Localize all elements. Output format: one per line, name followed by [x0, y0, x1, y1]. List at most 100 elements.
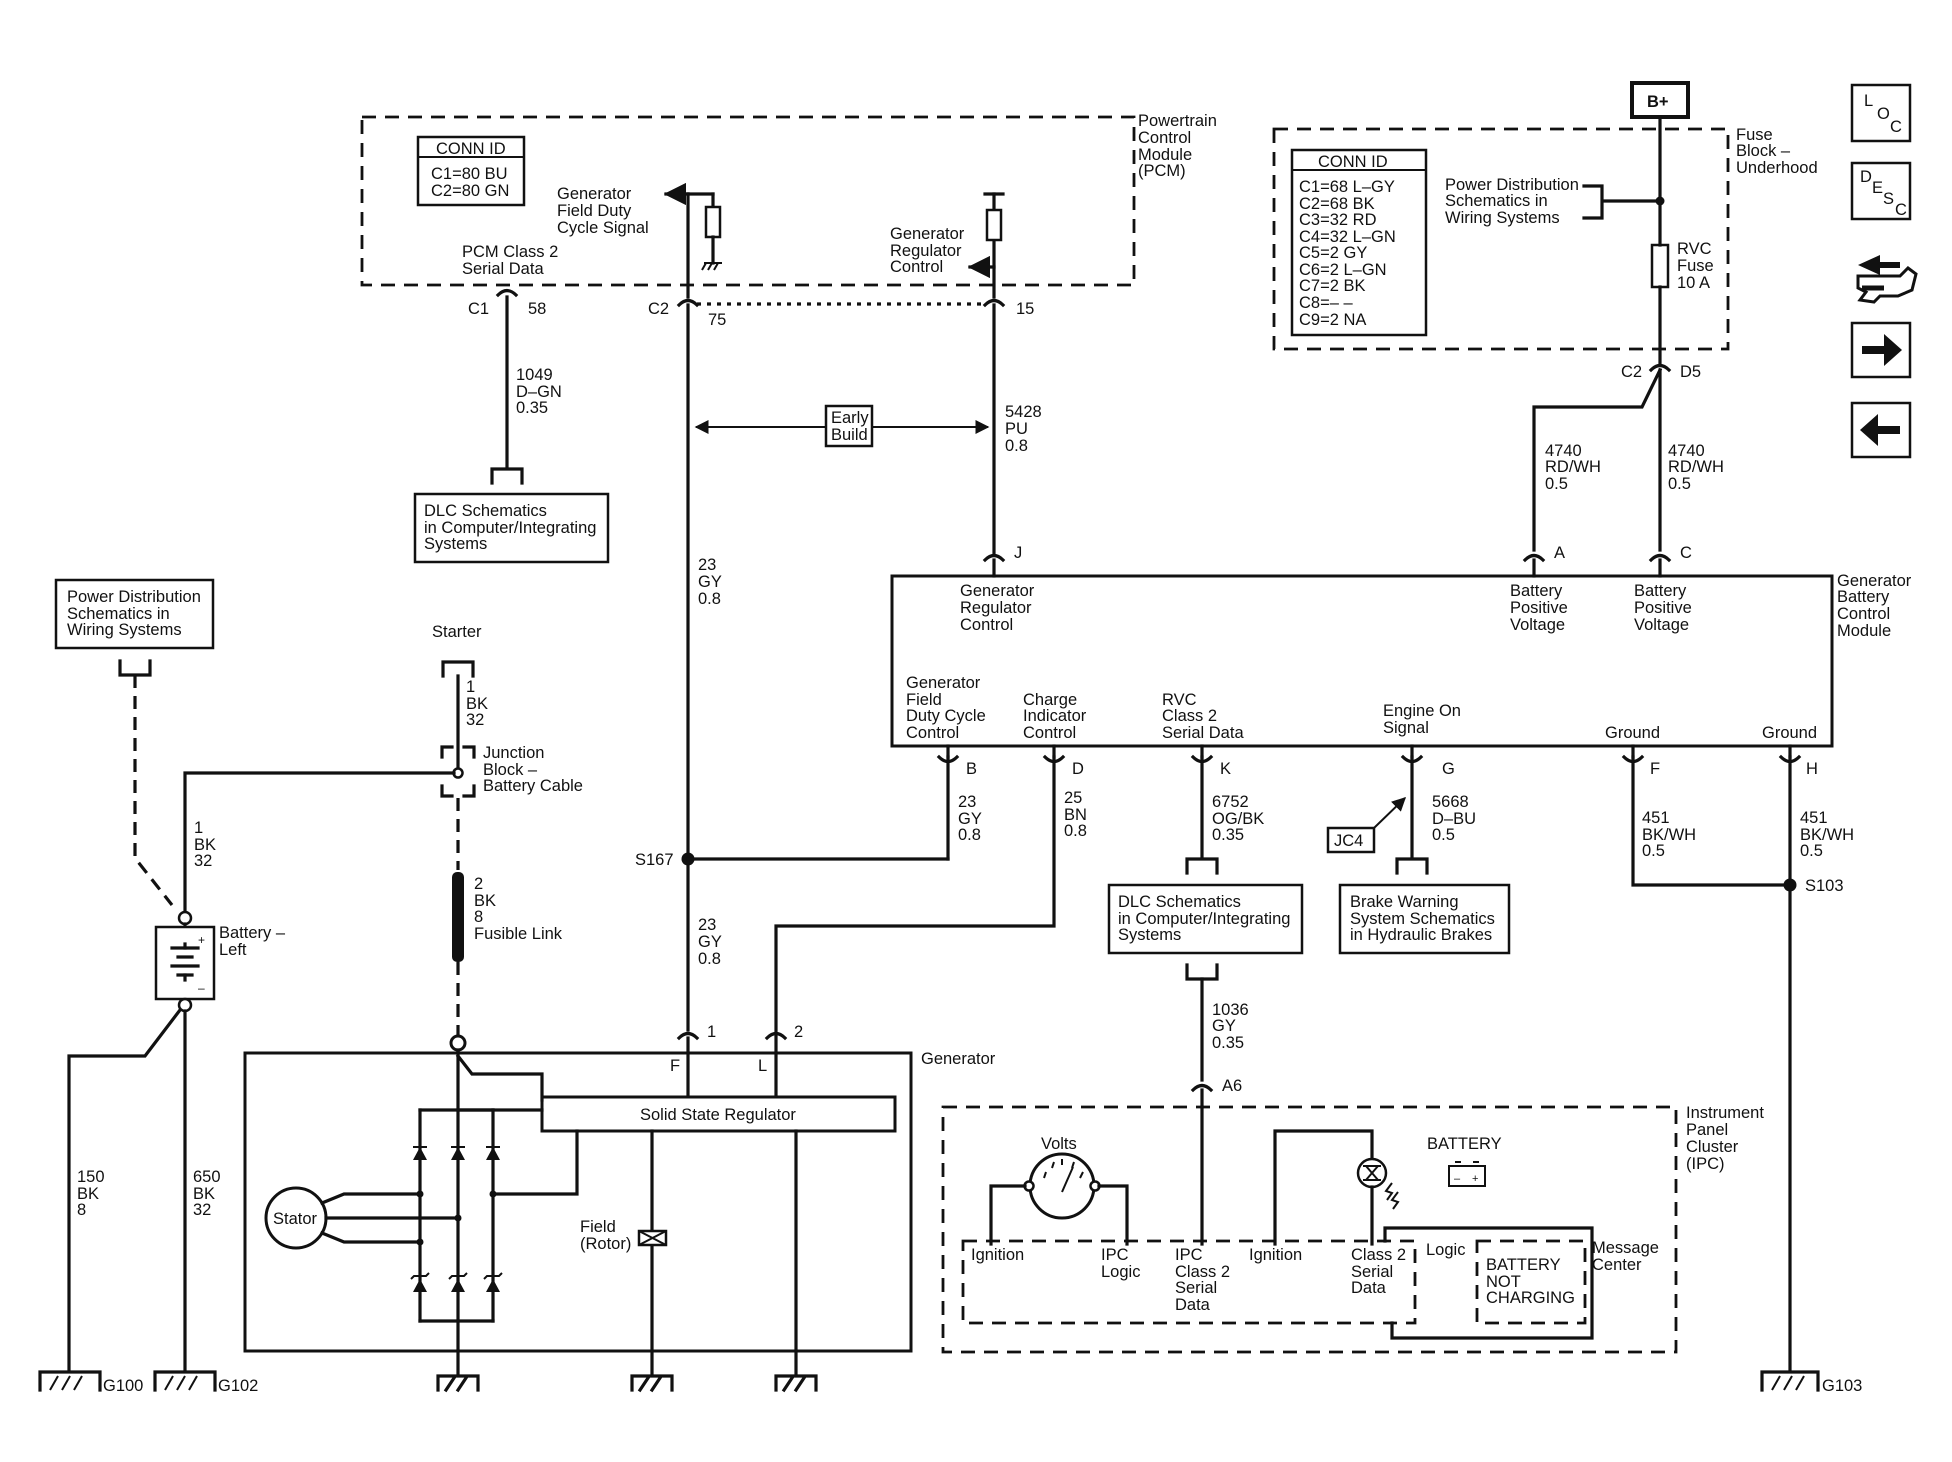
svg-text:451: 451 — [1800, 809, 1828, 827]
ground-g103-icon: G103 — [1760, 1370, 1862, 1395]
svg-text:(Rotor): (Rotor) — [580, 1235, 631, 1253]
svg-text:58: 58 — [528, 300, 546, 318]
svg-text:Class 2: Class 2 — [1351, 1246, 1406, 1264]
fuse-feed-wire: C2 D5 — [1621, 115, 1701, 381]
connector-views-icon[interactable] — [1856, 255, 1918, 304]
svg-text:Voltage: Voltage — [1510, 616, 1565, 634]
svg-text:DLC Schematics: DLC Schematics — [424, 502, 547, 520]
svg-text:Generator: Generator — [906, 674, 981, 692]
svg-text:RVC: RVC — [1677, 240, 1712, 258]
desc-c: C — [1895, 201, 1907, 219]
svg-text:D–BU: D–BU — [1432, 810, 1476, 828]
svg-text:Indicator: Indicator — [1023, 707, 1087, 725]
svg-text:0.5: 0.5 — [1668, 475, 1691, 493]
svg-text:Volts: Volts — [1041, 1135, 1077, 1153]
generator-output-terminal — [449, 1034, 467, 1052]
svg-text:–: – — [198, 981, 205, 995]
power-dist-left-box[interactable]: Power Distribution Schematics in Wiring … — [54, 578, 215, 650]
svg-text:C8=– –: C8=– – — [1299, 294, 1353, 312]
ignition1-label: Ignition — [971, 1246, 1024, 1264]
svg-text:Block –: Block – — [483, 761, 538, 779]
svg-text:G100: G100 — [103, 1377, 143, 1395]
svg-text:0.5: 0.5 — [1545, 475, 1568, 493]
message-center-display: BATTERY NOT CHARGING — [1475, 1239, 1587, 1325]
svg-text:Cluster: Cluster — [1686, 1138, 1739, 1156]
instrument-panel-cluster: Instrument Panel Cluster (IPC) Volts BAT… — [941, 1104, 1764, 1354]
bcm-engine-on-label: Engine On Signal — [1383, 702, 1461, 737]
svg-text:PU: PU — [1005, 420, 1028, 438]
dlc-schematics-bottom-box[interactable]: DLC Schematics in Computer/Integrating S… — [1107, 883, 1304, 955]
svg-text:Fuse: Fuse — [1677, 257, 1714, 275]
field-rotor: Field (Rotor) — [580, 1129, 668, 1377]
svg-text:Control: Control — [960, 616, 1013, 634]
description-button[interactable]: D E S C — [1850, 161, 1912, 221]
pcm-class2-label: PCM Class 2 Serial Data — [462, 243, 558, 278]
svg-text:Regulator: Regulator — [960, 599, 1032, 617]
svg-text:6752: 6752 — [1212, 793, 1249, 811]
brake-warning-box[interactable]: Brake Warning System Schematics in Hydra… — [1338, 883, 1511, 955]
svg-text:Left: Left — [219, 941, 247, 959]
wire-23-pin-b: 23 GY 0.8 — [958, 793, 982, 844]
svg-text:Wiring Systems: Wiring Systems — [1445, 209, 1560, 227]
bcm-rvc-class2-label: RVC Class 2 Serial Data — [1162, 691, 1244, 742]
pcm-module: Powertrain Control Module (PCM) CONN ID … — [360, 112, 1217, 329]
svg-text:D5: D5 — [1680, 363, 1701, 381]
svg-text:C1: C1 — [468, 300, 489, 318]
svg-text:BK: BK — [194, 836, 216, 854]
svg-text:Underhood: Underhood — [1736, 159, 1818, 177]
svg-text:Build: Build — [831, 426, 868, 444]
svg-text:Serial Data: Serial Data — [462, 260, 544, 278]
pcm-field-ground-icon — [701, 262, 722, 271]
starter-label: Starter — [432, 623, 482, 641]
pcm-connector-c2-75: C2 75 — [648, 298, 726, 329]
svg-text:C3=32 RD: C3=32 RD — [1299, 211, 1377, 229]
svg-text:Regulator: Regulator — [890, 242, 962, 260]
logic-label: Logic — [1426, 1241, 1465, 1259]
generator: Generator 1 2 F L Solid State Regulator — [243, 1023, 996, 1377]
svg-text:CHARGING: CHARGING — [1486, 1289, 1575, 1307]
svg-text:BK: BK — [466, 695, 488, 713]
fuse-block-conn-id-table: CONN ID C1=68 L–GY C2=68 BK C3=32 RD C4=… — [1290, 148, 1428, 337]
nav-buttons: L O C D E S C — [1850, 83, 1918, 459]
battery-indicator-icon: BATTERY – + — [1427, 1135, 1502, 1187]
wire-451-h: 451 BK/WH 0.5 — [1788, 755, 1854, 1372]
svg-text:Field: Field — [906, 691, 942, 709]
svg-text:Battery Cable: Battery Cable — [483, 777, 583, 795]
svg-text:–: – — [1454, 1173, 1461, 1185]
location-button[interactable]: L O C — [1850, 83, 1912, 143]
loc-c: C — [1890, 118, 1902, 136]
desc-d: D — [1860, 168, 1872, 186]
svg-text:Cycle Signal: Cycle Signal — [557, 219, 649, 237]
svg-text:Battery: Battery — [1510, 582, 1563, 600]
svg-text:23: 23 — [958, 793, 976, 811]
wire-1036: 1036 GY 0.35 A6 — [1185, 963, 1249, 1109]
desc-s: S — [1883, 190, 1894, 208]
svg-text:Control: Control — [906, 724, 959, 742]
svg-text:D–GN: D–GN — [516, 383, 562, 401]
svg-text:Module: Module — [1138, 146, 1192, 164]
bcm-batt-pos-c-label: Battery Positive Voltage — [1634, 582, 1692, 634]
svg-text:BATTERY: BATTERY — [1486, 1256, 1561, 1274]
svg-text:Early: Early — [831, 409, 869, 427]
logic-to-message-link — [1383, 1226, 1594, 1340]
rvc-fuse: RVC Fuse 10 A — [1650, 240, 1714, 292]
stator: Stator — [264, 1186, 460, 1250]
svg-text:0.5: 0.5 — [1800, 842, 1823, 860]
svg-text:4740: 4740 — [1668, 442, 1705, 460]
wire-1049: 1049 D–GN 0.35 — [490, 295, 562, 485]
pcm-regulator-circuit — [967, 192, 1005, 299]
b-plus-terminal: B+ — [1630, 81, 1690, 119]
svg-text:C5=2 GY: C5=2 GY — [1299, 244, 1367, 262]
next-arrow-icon[interactable] — [1850, 321, 1912, 379]
dlc-schematics-top-box[interactable]: DLC Schematics in Computer/Integrating S… — [413, 492, 610, 564]
pcm-connector-c1-58: C1 58 — [468, 288, 546, 318]
wire-25: 25 BN 0.8 — [774, 755, 1087, 1037]
svg-text:Generator: Generator — [960, 582, 1035, 600]
fusible-link: 2 BK 8 Fusible Link — [452, 872, 563, 962]
ground-g102-icon: G102 — [153, 1370, 258, 1395]
svg-text:BK: BK — [474, 892, 496, 910]
svg-text:Field: Field — [580, 1218, 616, 1236]
previous-arrow-icon[interactable] — [1850, 401, 1912, 459]
wire-23-pcm: 23 GY 0.8 23 GY 0.8 — [686, 303, 722, 1032]
